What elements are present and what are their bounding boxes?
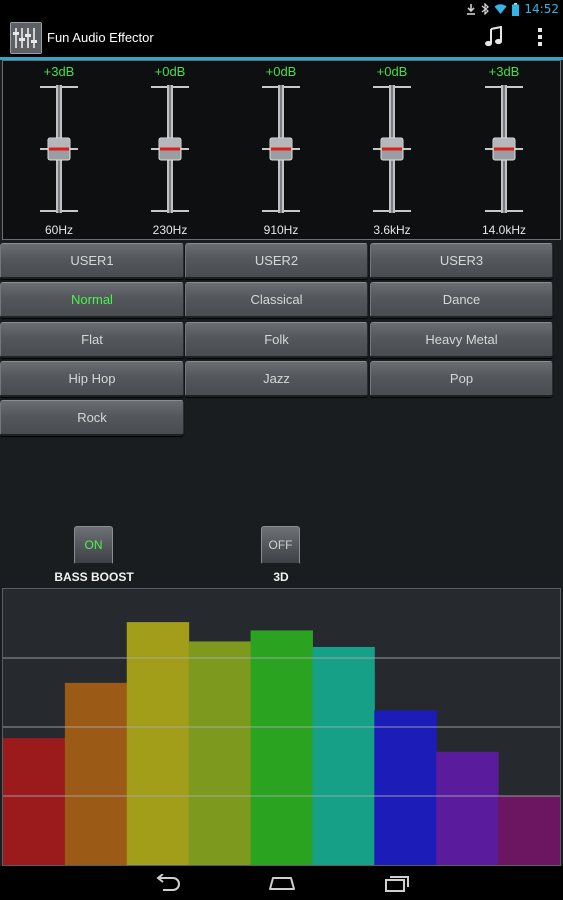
status-time: 14:52 <box>524 2 559 16</box>
spectrum-chart <box>3 622 560 865</box>
battery-icon <box>512 2 520 16</box>
action-bar: Fun Audio Effector <box>0 18 563 58</box>
status-bar: 14:52 <box>0 0 563 18</box>
preset-normal-button[interactable]: Normal <box>0 282 184 318</box>
bass-boost-label: BASS BOOST <box>54 570 134 584</box>
eq-slider-thumb[interactable] <box>47 137 71 161</box>
preset-user3-button[interactable]: USER3 <box>370 243 553 279</box>
preset-hip-hop-button[interactable]: Hip Hop <box>0 361 184 397</box>
spectrum-bar <box>250 630 313 865</box>
eq-gain-label: +3dB <box>43 64 75 79</box>
spectrum-bar <box>188 641 252 865</box>
eq-frequency-label: 60Hz <box>44 223 73 237</box>
preset-user1-button[interactable]: USER1 <box>0 243 184 279</box>
eq-slider[interactable] <box>464 61 544 221</box>
spectrum-bar <box>64 682 128 865</box>
recent-apps-icon[interactable] <box>382 874 412 892</box>
status-icons: 14:52 <box>466 2 559 16</box>
preset-flat-button[interactable]: Flat <box>0 322 184 358</box>
overflow-menu-icon[interactable] <box>535 26 545 48</box>
eq-slider[interactable] <box>19 61 99 221</box>
spectrum-bar <box>126 622 190 865</box>
eq-slider[interactable] <box>130 61 210 221</box>
eq-slider-thumb[interactable] <box>380 137 404 161</box>
bluetooth-icon <box>481 3 490 15</box>
eq-slider-thumb[interactable] <box>269 137 293 161</box>
eq-frequency-label: 3.6kHz <box>373 223 411 237</box>
spectrum-visualizer <box>2 588 561 866</box>
eq-slider-thumb[interactable] <box>492 137 516 161</box>
app-title: Fun Audio Effector <box>47 30 154 45</box>
eq-band: +0dB 230Hz <box>130 61 210 241</box>
eq-gain-label: +0dB <box>265 64 297 79</box>
preset-jazz-button[interactable]: Jazz <box>185 361 368 397</box>
preset-rock-button[interactable]: Rock <box>0 400 184 436</box>
eq-frequency-label: 230Hz <box>152 223 188 237</box>
eq-frequency-label: 910Hz <box>263 223 299 237</box>
music-note-icon[interactable] <box>484 26 504 48</box>
home-icon[interactable] <box>267 874 297 892</box>
preset-classical-button[interactable]: Classical <box>185 282 368 318</box>
preset-heavy-metal-button[interactable]: Heavy Metal <box>370 322 553 358</box>
eq-gain-label: +0dB <box>154 64 186 79</box>
bass-boost-toggle[interactable]: ON <box>74 526 113 565</box>
eq-frequency-label: 14.0kHz <box>481 223 527 237</box>
eq-band: +3dB 14.0kHz <box>464 61 544 241</box>
spectrum-bar <box>312 646 375 865</box>
spectrum-bar <box>3 738 66 865</box>
eq-band: +0dB 910Hz <box>241 61 321 241</box>
eq-slider[interactable] <box>352 61 432 221</box>
preset-folk-button[interactable]: Folk <box>185 322 368 358</box>
action-bar-divider <box>0 57 563 60</box>
eq-band: +3dB 60Hz <box>19 61 99 241</box>
app-icon <box>10 22 42 54</box>
spectrum-bar <box>498 796 560 865</box>
wifi-icon <box>494 4 507 14</box>
equalizer-panel: +3dB 60Hz +0dB 230Hz +0dB 910Hz +0dB 3.6kHz +3dB… <box>2 60 561 240</box>
preset-pop-button[interactable]: Pop <box>370 361 553 397</box>
navigation-bar <box>0 866 563 900</box>
eq-slider-thumb[interactable] <box>158 137 182 161</box>
download-icon <box>467 4 476 15</box>
eq-band: +0dB 3.6kHz <box>352 61 432 241</box>
preset-user2-button[interactable]: USER2 <box>185 243 368 279</box>
spectrum-bar <box>374 710 437 865</box>
eq-gain-label: +0dB <box>376 64 408 79</box>
eq-slider[interactable] <box>241 61 321 221</box>
3d-toggle[interactable]: OFF <box>261 526 300 565</box>
preset-dance-button[interactable]: Dance <box>370 282 553 318</box>
back-icon[interactable] <box>153 874 183 892</box>
3d-label: 3D <box>273 570 289 584</box>
spectrum-bar <box>436 751 499 865</box>
eq-gain-label: +3dB <box>488 64 520 79</box>
